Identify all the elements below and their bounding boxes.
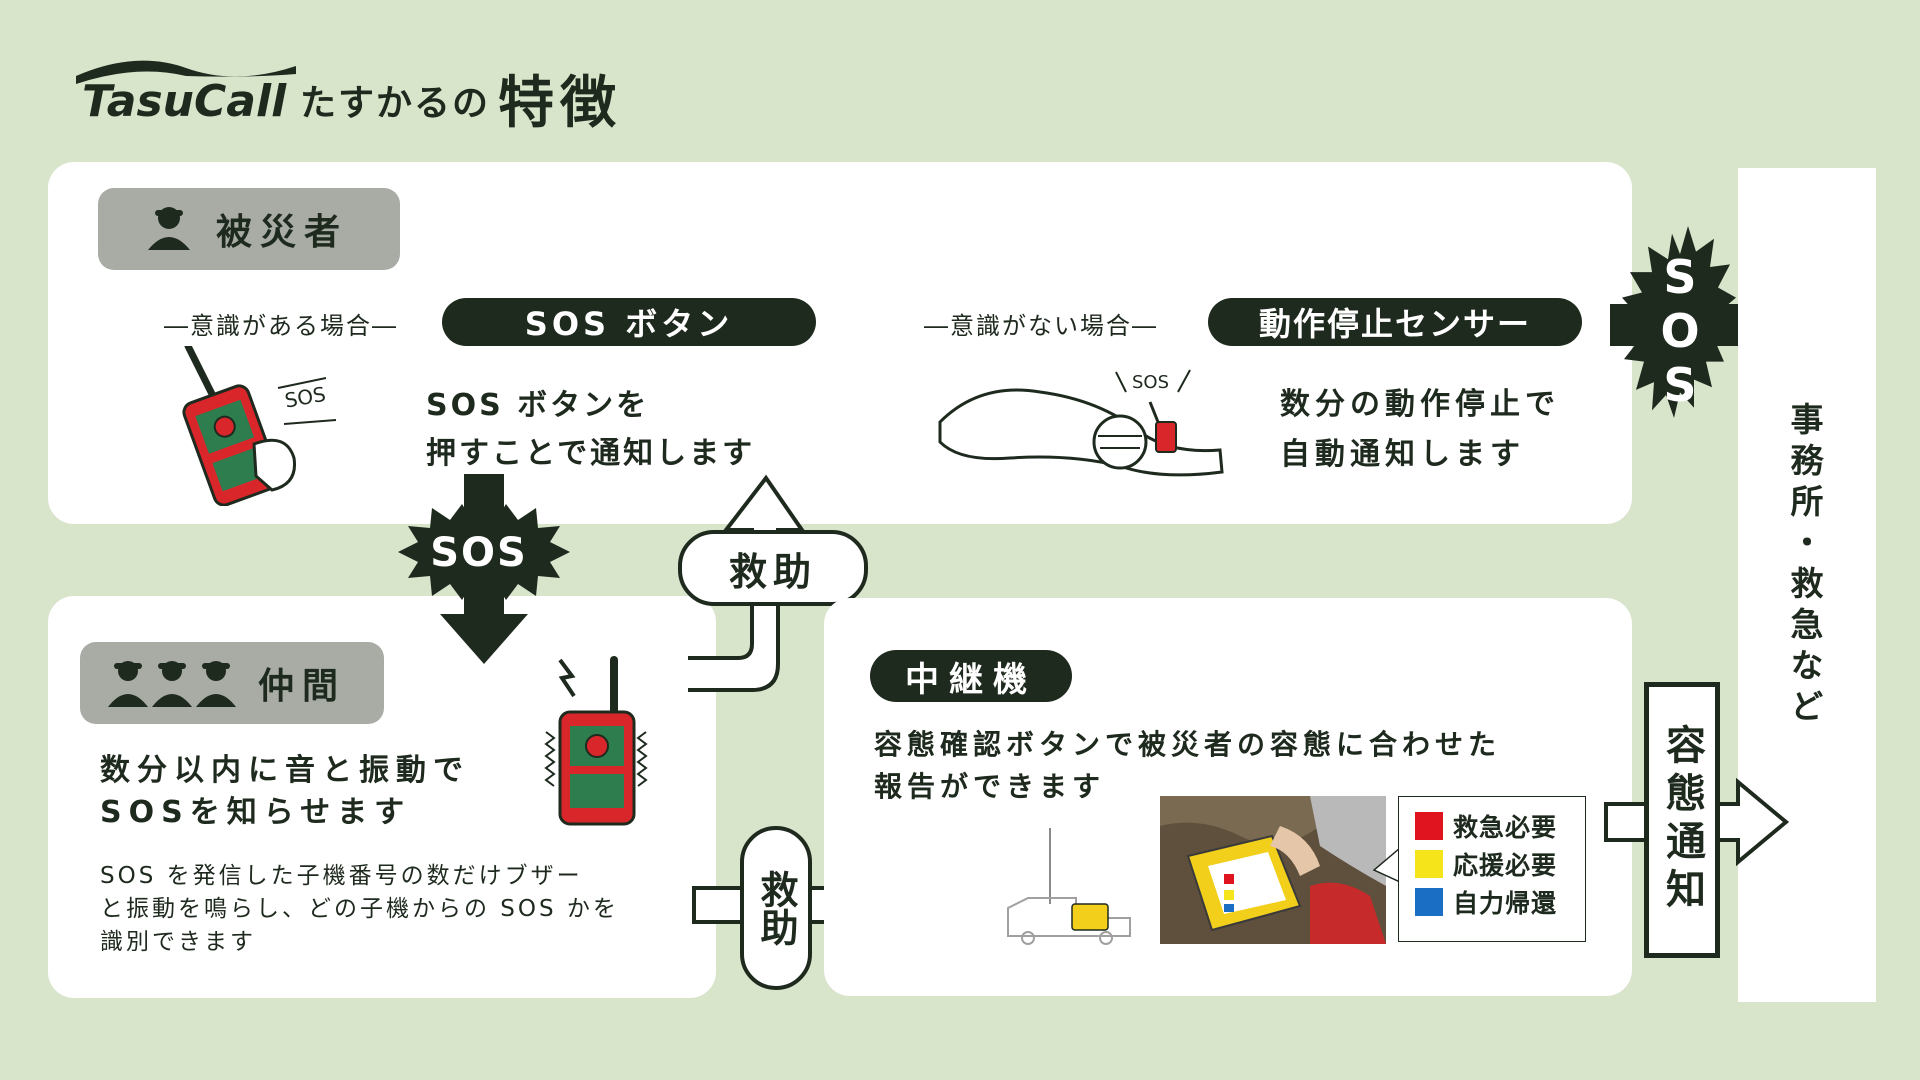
header-subtitle: たすかるの (300, 83, 491, 124)
sos-to-companion-arrow: SOS (384, 474, 574, 674)
conscious-desc-line1: SOS ボタンを (426, 388, 650, 423)
legend-swatch-red (1415, 812, 1443, 840)
companion-headline-line1: 数分以内に音と振動で (100, 753, 470, 788)
relay-photo (1160, 796, 1386, 944)
companion-label: 仲間 (258, 666, 347, 707)
condition-notice-label: 容態通知 (1659, 724, 1705, 916)
rescue-right-label-box: 救助 (740, 826, 812, 990)
victim-label: 被災者 (216, 212, 349, 253)
companion-detail-line1: SOS を発信した子機番号の数だけブザー (100, 863, 583, 889)
companion-tag: 仲間 (80, 642, 384, 724)
legend-item-support: 応援必要 (1415, 845, 1585, 883)
truck-relay-illustration (1006, 826, 1136, 950)
legend-item-self-return: 自力帰還 (1415, 883, 1585, 921)
unconscious-desc-line2: 自動通知します (1280, 437, 1525, 472)
conscious-condition: ―意識がある場合― (164, 312, 398, 340)
motion-sensor-pill: 動作停止センサー (1208, 298, 1582, 346)
legend-swatch-blue (1415, 888, 1443, 916)
sos-right-label: SOS (1660, 250, 1700, 412)
legend-label: 応援必要 (1453, 851, 1558, 880)
relay-desc-line1: 容態確認ボタンで被災者の容態に合わせた (874, 728, 1502, 761)
rescue-up-label: 救助 (678, 530, 868, 606)
legend-label: 救急必要 (1453, 813, 1558, 842)
companion-detail-line2: と振動を鳴らし、どの子機からの SOS かを (100, 896, 619, 922)
vibrating-device-illustration (536, 656, 656, 840)
tasucall-logo: TasuCall (76, 50, 296, 127)
conscious-desc-line2: 押すことで通知します (426, 436, 756, 471)
fallen-worker-illustration: SOS (920, 362, 1240, 486)
logo-text: TasuCall (82, 76, 287, 122)
relay-label: 中継機 (870, 650, 1072, 702)
status-legend: 救急必要 応援必要 自力帰還 (1398, 796, 1586, 942)
companion-headline-line2: SOSを知らせます (100, 795, 412, 830)
relay-desc-line2: 報告ができます (874, 770, 1106, 803)
companion-detail: SOS を発信した子機番号の数だけブザー と振動を鳴らし、どの子機からの SOS… (100, 860, 619, 959)
device-press-illustration: SOS (176, 342, 346, 510)
sos-down-label: SOS (430, 530, 528, 576)
page-title: 特徴 (498, 71, 622, 136)
legend-label: 自力帰還 (1453, 889, 1558, 918)
sos-mark-2: SOS (1132, 372, 1169, 393)
companion-headline: 数分以内に音と振動で SOSを知らせます (100, 750, 470, 834)
relay-description: 容態確認ボタンで被災者の容態に合わせた 報告ができます (874, 724, 1501, 808)
unconscious-description: 数分の動作停止で 自動通知します (1280, 380, 1560, 480)
office-label: 事務所・救急など (1785, 402, 1824, 730)
unconscious-condition: ―意識がない場合― (924, 312, 1158, 340)
rescue-right-label: 救助 (754, 870, 798, 946)
group-icon (106, 655, 238, 711)
legend-swatch-yellow (1415, 850, 1443, 878)
office-column (1738, 168, 1876, 1002)
person-icon (144, 202, 194, 256)
companion-detail-line3: 識別できます (100, 929, 256, 955)
legend-item-emergency: 救急必要 (1415, 807, 1585, 845)
victim-tag: 被災者 (98, 188, 400, 270)
condition-notice-box: 容態通知 (1644, 682, 1720, 958)
sos-button-pill: SOS ボタン (442, 298, 816, 346)
conscious-description: SOS ボタンを 押すことで通知します (426, 382, 755, 478)
unconscious-desc-line1: 数分の動作停止で (1280, 387, 1560, 422)
